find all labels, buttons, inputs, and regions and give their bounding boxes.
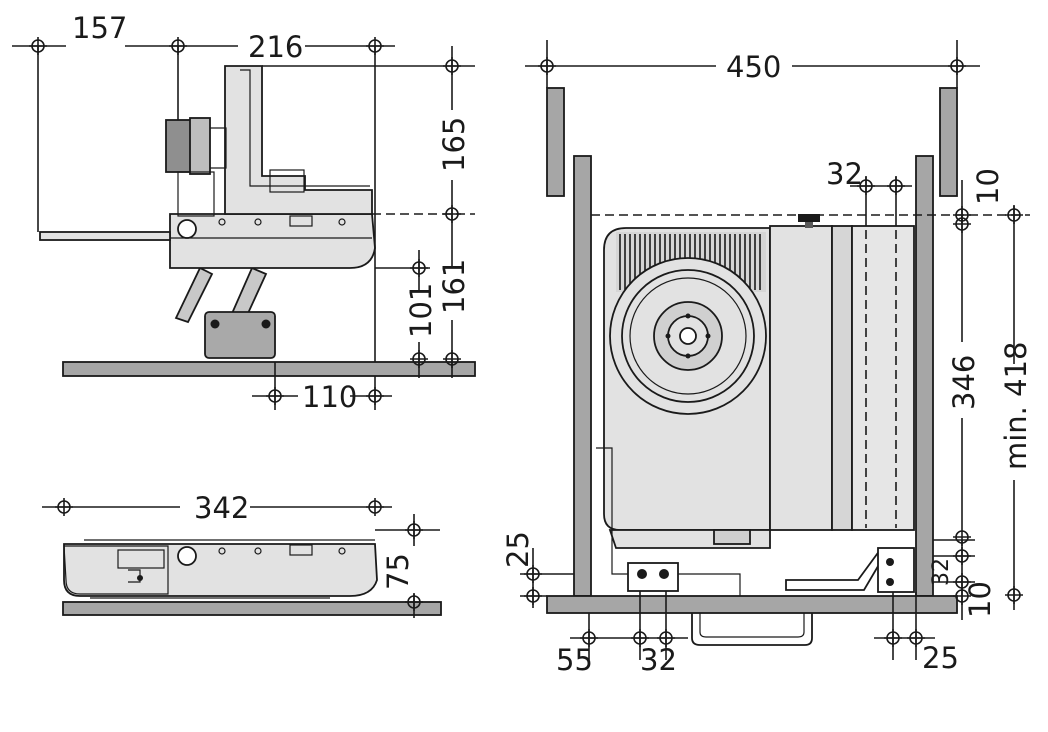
front-marker-450-left [537, 56, 557, 76]
side-label-plate [289, 215, 313, 227]
side-marker-101-top [409, 258, 429, 278]
bottom-screw-1 [218, 547, 226, 555]
front-marker-25-bottom-left [883, 628, 903, 648]
side-marker-165-top [442, 56, 462, 76]
front-marker-418-top [1004, 205, 1024, 225]
side-handle-cap [189, 117, 211, 175]
bottom-screw-3 [338, 547, 346, 555]
side-carriage-slot [269, 169, 305, 193]
side-lower-body [169, 213, 376, 269]
front-hub-bolt-4 [665, 333, 671, 339]
front-marker-32-top-right [886, 176, 906, 196]
dim-label-165: 165 [437, 117, 471, 172]
dim-label-101: 101 [404, 283, 438, 338]
front-hub-bolt-2 [705, 333, 711, 339]
front-drawer-handle-inner [699, 613, 805, 638]
dim-label-216: 216 [248, 30, 303, 64]
side-carriage [224, 65, 373, 215]
front-marker-450-right [947, 56, 967, 76]
bottom-table-surface [62, 601, 442, 616]
dim-label-32-right: 32 [929, 558, 954, 586]
side-foot-leg-left [174, 266, 214, 324]
bottom-knob [177, 546, 197, 566]
dim-label-25-left: 25 [501, 531, 535, 568]
front-carriage [769, 225, 833, 531]
front-carriage-inner [831, 225, 853, 531]
front-top-knob-stem [805, 222, 813, 228]
front-hub-bolt-3 [685, 353, 691, 359]
bottom-screw-2 [254, 547, 262, 555]
front-panel-top-left [546, 87, 565, 197]
side-marker-110-left [265, 386, 285, 406]
dim-label-418: min. 418 [999, 342, 1033, 470]
front-cord-guide [596, 447, 741, 596]
side-handle-bar [210, 127, 227, 169]
front-marker-right-1 [952, 546, 972, 566]
bottom-marker-342-right [365, 497, 385, 517]
front-bracket-left [627, 562, 679, 592]
side-screw-1 [218, 218, 226, 226]
front-bracket-right-bolt-2 [886, 578, 894, 586]
dim-label-32-top: 32 [826, 157, 863, 191]
bottom-label-plate [289, 544, 313, 556]
side-screw-3 [338, 218, 346, 226]
dim-label-75: 75 [381, 553, 415, 590]
side-handle-post [177, 171, 215, 217]
front-wall-left [573, 155, 592, 597]
front-rail [851, 225, 915, 531]
side-knob [177, 219, 197, 239]
front-drawer-handle [691, 613, 813, 646]
front-panel-top-right [939, 87, 958, 197]
side-foot-block [204, 311, 276, 359]
front-marker-418-bottom [1004, 585, 1024, 605]
front-bracket-right [877, 547, 915, 593]
dim-label-450: 450 [726, 50, 781, 84]
front-blade-ring-2 [629, 277, 747, 395]
front-marker-25-left-bottom [523, 586, 543, 606]
dim-label-10-bottom: 10 [963, 581, 997, 618]
front-hub-bolt-1 [685, 313, 691, 319]
front-base-plate [546, 595, 958, 614]
side-table-surface [62, 361, 476, 377]
bottom-bolt [137, 575, 143, 581]
front-blade-center [679, 327, 697, 345]
front-bracket-right-bolt-1 [886, 558, 894, 566]
side-screw-2 [254, 218, 262, 226]
dim-label-10-top: 10 [971, 168, 1005, 205]
front-wall-right [915, 155, 934, 597]
front-marker-10-top-b [952, 214, 972, 234]
front-foot-cap [713, 529, 751, 545]
side-foot-bolt-1 [210, 319, 220, 329]
dim-label-25-bottom: 25 [922, 641, 959, 675]
bottom-slot-block [117, 549, 165, 569]
dim-label-110: 110 [302, 380, 357, 414]
bottom-body-dark-section [63, 545, 169, 595]
side-marker-110-right [365, 386, 385, 406]
dim-label-161: 161 [437, 259, 471, 314]
side-foot-bolt-2 [261, 319, 271, 329]
dim-label-55: 55 [556, 643, 593, 677]
front-view: 450 32 10 346 min. 418 32 10 [501, 40, 1033, 677]
bottom-marker-342-left [54, 497, 74, 517]
bottom-body-outline [63, 543, 378, 597]
side-marker-165-bottom [442, 204, 462, 224]
dim-label-346: 346 [947, 355, 981, 410]
side-extension-arm [39, 231, 171, 241]
front-bracket-bolt-1 [637, 569, 647, 579]
side-carriage-inner [240, 69, 370, 187]
front-bracket-bolt-2 [659, 569, 669, 579]
bottom-marker-75-top [404, 520, 424, 540]
side-view: 157 216 165 161 101 110 [12, 11, 476, 414]
bottom-view: 342 75 [42, 491, 442, 618]
dim-label-157: 157 [72, 11, 127, 45]
front-top-knob [798, 214, 820, 222]
dim-label-342: 342 [194, 491, 249, 525]
dim-label-32-bottom: 32 [640, 643, 677, 677]
